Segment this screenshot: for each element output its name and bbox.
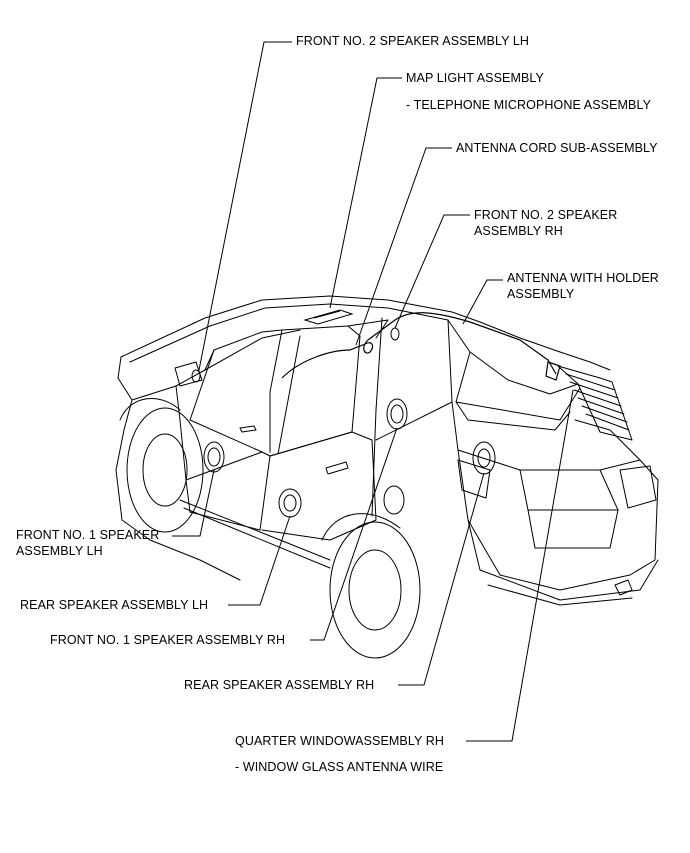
- front-no1-speaker-rh-shape: [386, 398, 408, 430]
- front-no1-speaker-lh-shape: [203, 441, 225, 473]
- label-front-no2-speaker-rh-2: ASSEMBLY RH: [474, 224, 563, 238]
- antenna-cord-shape: [281, 312, 561, 381]
- speakers: [191, 327, 496, 518]
- label-quarter-window: QUARTER WINDOWASSEMBLY RH: [235, 734, 445, 748]
- label-telephone-microphone: - TELEPHONE MICROPHONE ASSEMBLY: [406, 98, 652, 112]
- label-antenna-holder-1: ANTENNA WITH HOLDER: [507, 271, 659, 285]
- front-no2-speaker-rh-shape: [390, 327, 400, 341]
- label-front-no1-speaker-lh-1: FRONT NO. 1 SPEAKER: [16, 528, 160, 542]
- label-front-no1-speaker-lh-2: ASSEMBLY LH: [16, 544, 103, 558]
- rear-speaker-lh-shape: [278, 488, 302, 518]
- map-light-shape: [303, 309, 354, 325]
- label-front-no2-speaker-rh-1: FRONT NO. 2 SPEAKER: [474, 208, 618, 222]
- front-no2-speaker-lh-shape: [191, 369, 201, 383]
- label-rear-speaker-rh: REAR SPEAKER ASSEMBLY RH: [184, 678, 375, 692]
- label-window-glass-antenna: - WINDOW GLASS ANTENNA WIRE: [235, 760, 444, 774]
- label-front-no1-speaker-rh: FRONT NO. 1 SPEAKER ASSEMBLY RH: [50, 633, 286, 647]
- label-antenna-cord: ANTENNA CORD SUB-ASSEMBLY: [456, 141, 658, 155]
- vehicle-outline: [115, 295, 659, 659]
- label-rear-speaker-lh: REAR SPEAKER ASSEMBLY LH: [20, 598, 209, 612]
- label-map-light: MAP LIGHT ASSEMBLY: [406, 71, 544, 85]
- label-front-no2-speaker-lh: FRONT NO. 2 SPEAKER ASSEMBLY LH: [296, 34, 530, 48]
- label-antenna-holder-2: ASSEMBLY: [507, 287, 575, 301]
- leader-lines: [172, 41, 574, 742]
